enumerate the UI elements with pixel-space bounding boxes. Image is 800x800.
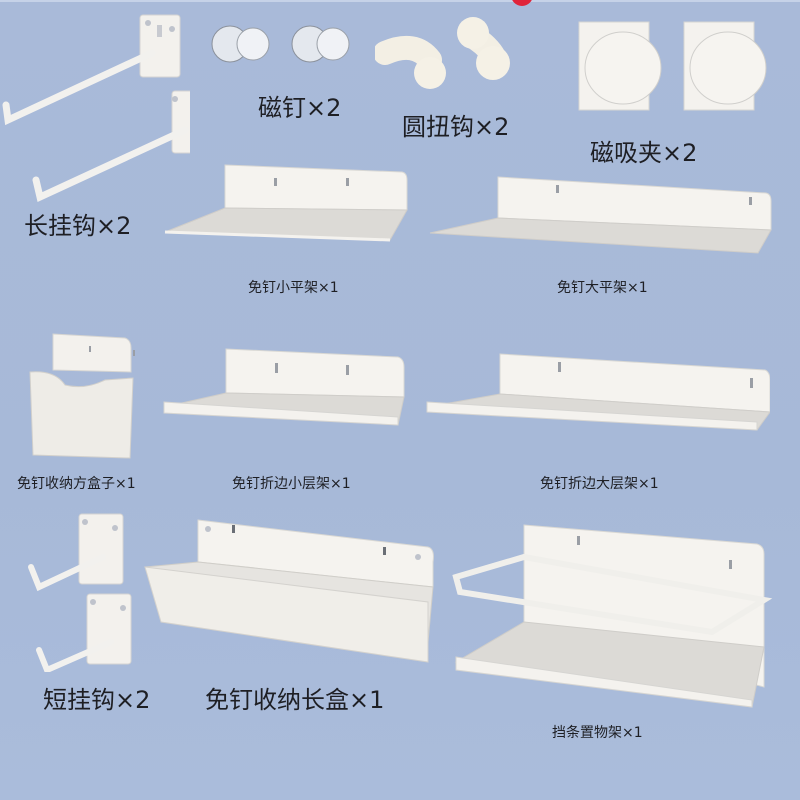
large-folded-shelf-icon [425, 352, 770, 432]
item-label-large-flat-shelf: 免钉大平架×1 [557, 280, 648, 296]
small-flat-shelf-icon [160, 160, 410, 245]
top-border [0, 0, 800, 2]
large-flat-shelf-icon [428, 175, 773, 255]
item-label-rail-shelf: 挡条置物架×1 [552, 725, 643, 741]
magnetic-clip-icon [575, 18, 775, 113]
item-label-short-hook: 短挂钩×2 [43, 686, 151, 714]
short-hook-icon [25, 512, 135, 672]
square-storage-box-icon [25, 330, 135, 460]
item-label-magnetic-clip: 磁吸夹×2 [590, 139, 698, 167]
round-twist-hook-icon [375, 15, 535, 90]
rail-shelf-icon [452, 522, 777, 712]
long-hook-icon [0, 5, 190, 205]
item-label-magnetic-nail: 磁钉×2 [258, 94, 342, 122]
item-label-large-folded-shelf: 免钉折边大层架×1 [540, 476, 659, 492]
long-storage-box-icon [143, 517, 438, 667]
small-folded-shelf-icon [160, 347, 405, 427]
item-label-square-storage-box: 免钉收纳方盒子×1 [17, 476, 136, 492]
magnetic-nail-icon [208, 20, 358, 70]
item-label-small-folded-shelf: 免钉折边小层架×1 [232, 476, 351, 492]
item-label-long-storage-box: 免钉收纳长盒×1 [205, 686, 385, 714]
item-label-round-twist-hook: 圆扭钩×2 [402, 113, 510, 141]
item-label-long-hook: 长挂钩×2 [24, 212, 132, 240]
red-badge-icon [511, 0, 533, 6]
item-label-small-flat-shelf: 免钉小平架×1 [248, 280, 339, 296]
